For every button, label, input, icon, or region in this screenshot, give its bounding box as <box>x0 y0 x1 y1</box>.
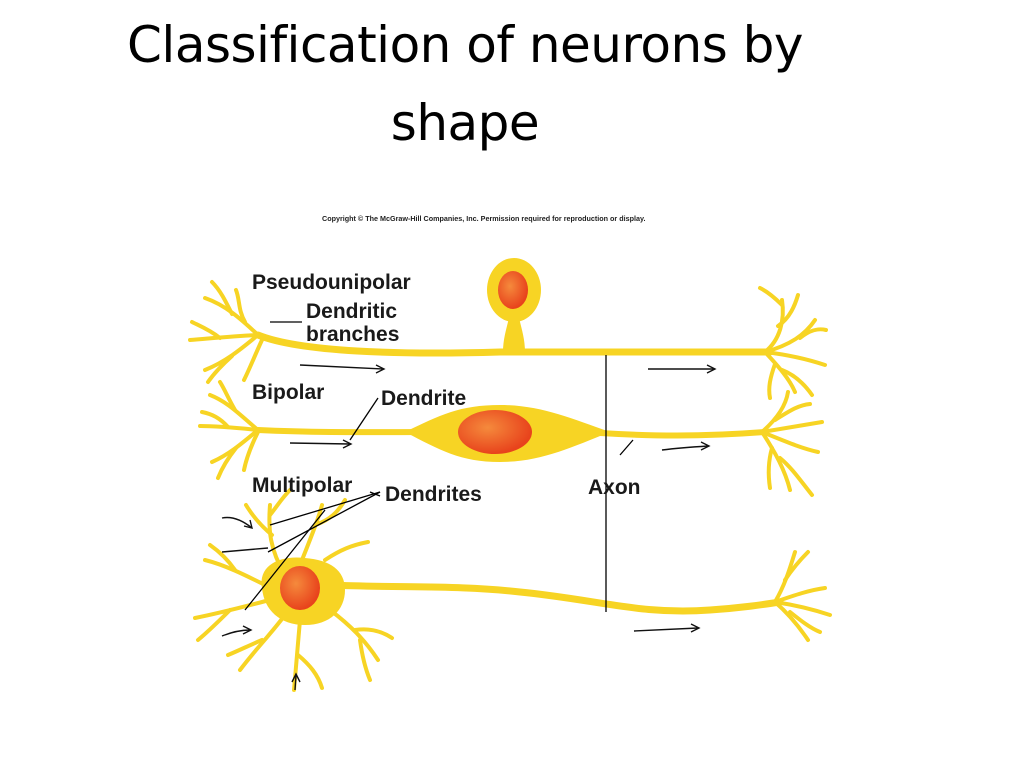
label-dendrites: Dendrites <box>385 483 482 506</box>
impulse-arrows <box>221 364 717 691</box>
label-multipolar: Multipolar <box>252 474 352 497</box>
slide-title: Classification of neurons by shape <box>127 16 803 152</box>
copyright-notice: Copyright © The McGraw-Hill Companies, I… <box>322 214 646 223</box>
pseudounipolar-neuron <box>188 258 828 400</box>
label-dendritic: Dendritic <box>306 300 397 323</box>
leader-lines <box>244 321 634 612</box>
label-branches: branches <box>306 323 399 346</box>
label-axon: Axon <box>588 476 641 499</box>
label-bipolar: Bipolar <box>252 381 324 404</box>
multipolar-neuron <box>193 488 832 692</box>
label-dendrite: Dendrite <box>381 387 466 410</box>
bipolar-neuron <box>198 380 824 497</box>
label-pseudounipolar: Pseudounipolar <box>252 271 411 294</box>
